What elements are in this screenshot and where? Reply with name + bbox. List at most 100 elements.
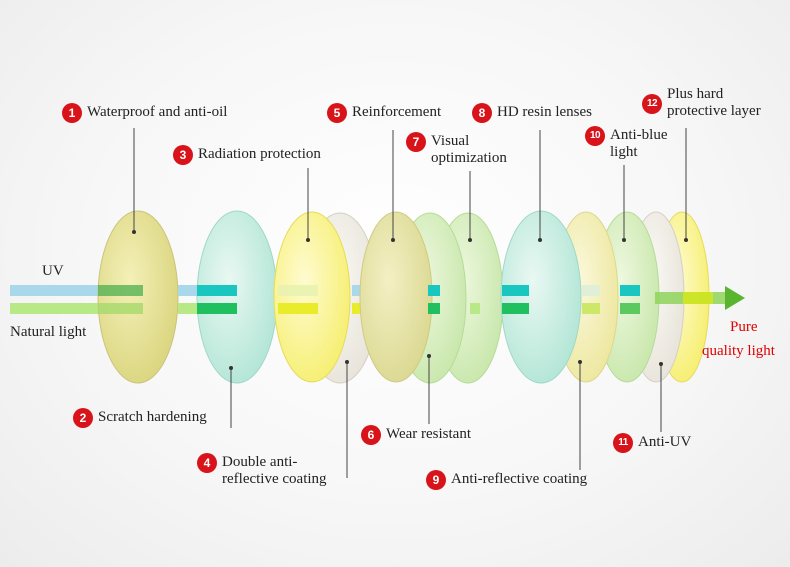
gap-beam-light-1 (178, 303, 200, 314)
badge-7: 7 (406, 132, 426, 152)
callout-8: 8 HD resin lenses (472, 103, 592, 123)
callout-1-line-1: Waterproof and anti-oil (87, 104, 228, 120)
callout-11-line-1: Anti-UV (638, 434, 692, 450)
natural-light-beam (10, 303, 100, 314)
callout-4: 4 Double anti-reflective coating (197, 453, 327, 488)
callout-9-line-1: Anti-reflective coating (451, 471, 588, 487)
callout-6: 6 Wear resistant (361, 425, 471, 445)
leader-dot-9 (578, 360, 582, 364)
leader-dot-7 (468, 238, 472, 242)
leader-dot-8 (538, 238, 542, 242)
leader-dot-1 (132, 230, 136, 234)
callout-5-line-1: Reinforcement (352, 104, 442, 120)
callout-3-text: Radiation protection (198, 146, 321, 163)
badge-8: 8 (472, 103, 492, 123)
callout-7-line-1: Visual (431, 133, 470, 149)
lens-8-beam-light (502, 303, 529, 314)
callout-7-line-2: optimization (431, 150, 507, 166)
lens-8-beam-uv (502, 285, 529, 296)
lens-2-beam-uv (197, 285, 237, 296)
lens-5 (359, 211, 433, 383)
callout-2-text: Scratch hardening (98, 409, 207, 426)
lens-6-beam-light (428, 303, 440, 314)
leader-dot-11 (659, 362, 663, 366)
badge-11: 11 (613, 433, 633, 453)
callout-6-text: Wear resistant (386, 426, 471, 443)
lens-3-beam-uv (278, 285, 318, 296)
callout-8-text: HD resin lenses (497, 104, 592, 121)
callout-2: 2 Scratch hardening (73, 408, 207, 428)
badge-4: 4 (197, 453, 217, 473)
lens-10-beam-light (620, 303, 640, 314)
lens-1-beam-light (98, 303, 143, 314)
callout-5: 5 Reinforcement (327, 103, 441, 123)
output-arrow-head (725, 286, 745, 310)
leader-dot-4 (345, 360, 349, 364)
gap-beam-uv-1 (178, 285, 200, 296)
lens-3 (273, 211, 351, 383)
callout-10-line-2: light (610, 144, 638, 160)
lens-1-beam-uv (98, 285, 143, 296)
callout-5-text: Reinforcement (352, 104, 441, 121)
callout-9: 9 Anti-reflective coating (426, 470, 587, 490)
callout-11-text: Anti-UV (638, 434, 691, 451)
leader-dot-12 (684, 238, 688, 242)
callout-10-line-1: Anti-blue (610, 127, 668, 143)
output-label-line1: Pure (730, 319, 758, 335)
lens-3-beam-light (278, 303, 318, 314)
lens-8 (500, 210, 582, 384)
callout-2-line-1: Scratch hardening (98, 409, 207, 425)
badge-2: 2 (73, 408, 93, 428)
lens-9-beam-uv (582, 285, 600, 296)
callout-8-line-1: HD resin lenses (497, 104, 592, 120)
callout-11: 11 Anti-UV (613, 433, 691, 453)
callout-4-text: Double anti-reflective coating (222, 454, 327, 488)
lens-2-beam-light (197, 303, 237, 314)
callout-12-line-2: protective layer (667, 103, 761, 119)
badge-5: 5 (327, 103, 347, 123)
badge-3: 3 (173, 145, 193, 165)
callout-3: 3 Radiation protection (173, 145, 321, 165)
lens-9-beam-light (582, 303, 600, 314)
callout-6-line-1: Wear resistant (386, 426, 472, 442)
callout-1-text: Waterproof and anti-oil (87, 104, 227, 121)
lens-4-beam-uv (352, 285, 360, 296)
lens-1 (97, 210, 179, 384)
badge-10: 10 (585, 126, 605, 146)
callout-4-line-2: reflective coating (222, 471, 327, 487)
lens-7-beam-light (470, 303, 480, 314)
lens-2 (196, 210, 278, 384)
leader-dot-3 (306, 238, 310, 242)
badge-1: 1 (62, 103, 82, 123)
leader-lines (133, 128, 687, 478)
badge-12: 12 (642, 94, 662, 114)
badge-6: 6 (361, 425, 381, 445)
uv-label: UV (42, 263, 64, 279)
leader-dot-6 (427, 354, 431, 358)
leader-dot-5 (391, 238, 395, 242)
output-beam-core (683, 292, 713, 304)
output-label-line2: quality light (702, 343, 775, 359)
badge-9: 9 (426, 470, 446, 490)
lens-4-beam-light (352, 303, 360, 314)
callout-12-line-1: Plus hard (667, 86, 724, 102)
leader-dot-10 (622, 238, 626, 242)
natural-light-label: Natural light (10, 324, 87, 340)
lens-6-beam-uv (428, 285, 440, 296)
callout-3-line-1: Radiation protection (198, 146, 321, 162)
leader-dot-2 (229, 366, 233, 370)
callout-4-line-1: Double anti- (222, 454, 298, 470)
callout-9-text: Anti-reflective coating (451, 471, 587, 488)
lens-10-beam-uv (620, 285, 640, 296)
callout-1: 1 Waterproof and anti-oil (62, 103, 227, 123)
uv-beam (10, 285, 100, 296)
leader-dots (132, 230, 688, 370)
